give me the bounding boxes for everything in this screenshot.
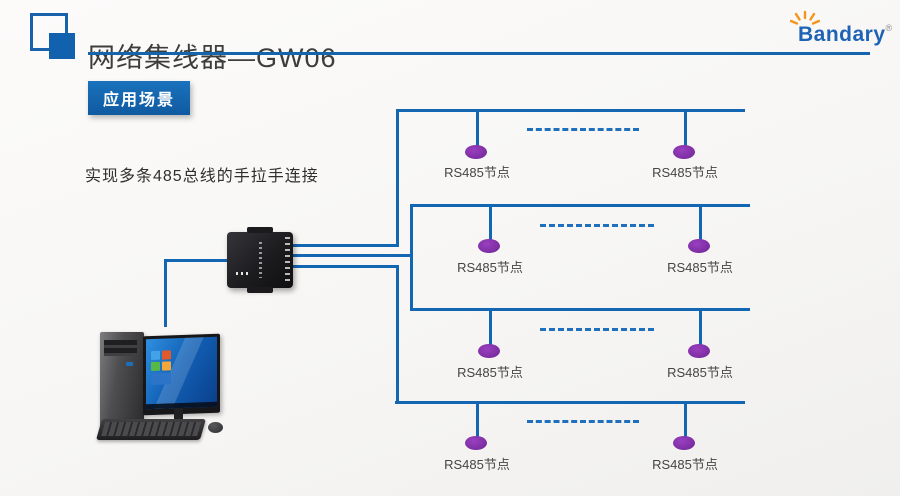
hub-bottom-flange — [247, 287, 273, 293]
rs485-node-dot — [465, 436, 487, 450]
pc-tower — [100, 332, 144, 427]
cable-pc-to-hub — [164, 259, 229, 262]
registered-mark: ® — [885, 23, 893, 33]
rs485-node-dot — [688, 344, 710, 358]
pc-screen-windows-desktop — [146, 336, 217, 410]
page-title: 网络集线器—GW06 — [88, 43, 337, 74]
rs485-node-dot — [688, 239, 710, 253]
rs485-node-label: RS485节点 — [652, 457, 718, 472]
bus-4-ellipsis-dash — [527, 420, 639, 423]
cable-pc-drop — [164, 259, 167, 327]
pc-mouse — [208, 422, 223, 433]
bus-line-2 — [410, 204, 750, 207]
node-stem — [489, 204, 492, 241]
rs485-node-label: RS485节点 — [444, 457, 510, 472]
computer-workstation — [93, 326, 225, 446]
riser-bus1 — [396, 109, 399, 247]
riser-bus2-bus3 — [410, 204, 413, 311]
riser-bus4 — [396, 265, 399, 404]
sun-icon — [790, 10, 820, 25]
rs485-node-label: RS485节点 — [444, 165, 510, 180]
rs485-node-label: RS485节点 — [457, 260, 523, 275]
desktop-tile — [162, 350, 171, 360]
section-badge: 应用场景 — [88, 81, 191, 115]
rs485-node-dot — [673, 436, 695, 450]
rs485-node-dot — [673, 145, 695, 159]
desktop-tile — [162, 361, 171, 371]
gw06-hub-device — [227, 227, 293, 293]
hub-status-leds — [236, 272, 250, 275]
node-stem — [684, 401, 687, 438]
rs485-node-dot — [478, 344, 500, 358]
keyboard-keys — [101, 422, 202, 436]
pc-monitor — [143, 333, 220, 416]
brand-logo: Bandary® — [790, 10, 893, 52]
pc-drive-bays — [104, 340, 137, 356]
hub-terminal-block — [285, 237, 290, 283]
bus-3-ellipsis-dash — [540, 328, 654, 331]
hub-label-print — [259, 242, 262, 278]
node-stem — [699, 204, 702, 241]
rs485-node-label: RS485节点 — [667, 260, 733, 275]
node-stem — [489, 308, 492, 347]
title-square-fill-icon — [49, 33, 75, 59]
monitor-stand — [174, 408, 183, 421]
node-stem — [699, 308, 702, 347]
rs485-node-dot — [465, 145, 487, 159]
desktop-tile — [151, 361, 160, 372]
rs485-node-label: RS485节点 — [667, 365, 733, 380]
bus-line-3 — [410, 308, 750, 311]
node-stem — [476, 109, 479, 147]
hub-arm-2 — [291, 254, 413, 257]
bus-line-1 — [396, 109, 745, 112]
hub-arm-1 — [291, 244, 399, 247]
pc-keyboard — [95, 419, 207, 440]
desktop-tile — [151, 372, 171, 386]
scenario-description: 实现多条485总线的手拉手连接 — [85, 168, 319, 185]
hub-arm-3 — [291, 265, 399, 268]
rs485-node-label: RS485节点 — [652, 165, 718, 180]
rs485-node-dot — [478, 239, 500, 253]
hub-top-flange — [247, 227, 273, 233]
node-stem — [476, 401, 479, 438]
bus-line-4 — [395, 401, 745, 404]
desktop-tile — [151, 350, 160, 361]
brand-name: Bandary® — [798, 23, 893, 46]
node-stem — [684, 109, 687, 147]
bus-1-ellipsis-dash — [527, 128, 639, 131]
bus-2-ellipsis-dash — [540, 224, 654, 227]
pc-power-button — [126, 362, 133, 366]
title-underline — [88, 52, 870, 55]
rs485-node-label: RS485节点 — [457, 365, 523, 380]
